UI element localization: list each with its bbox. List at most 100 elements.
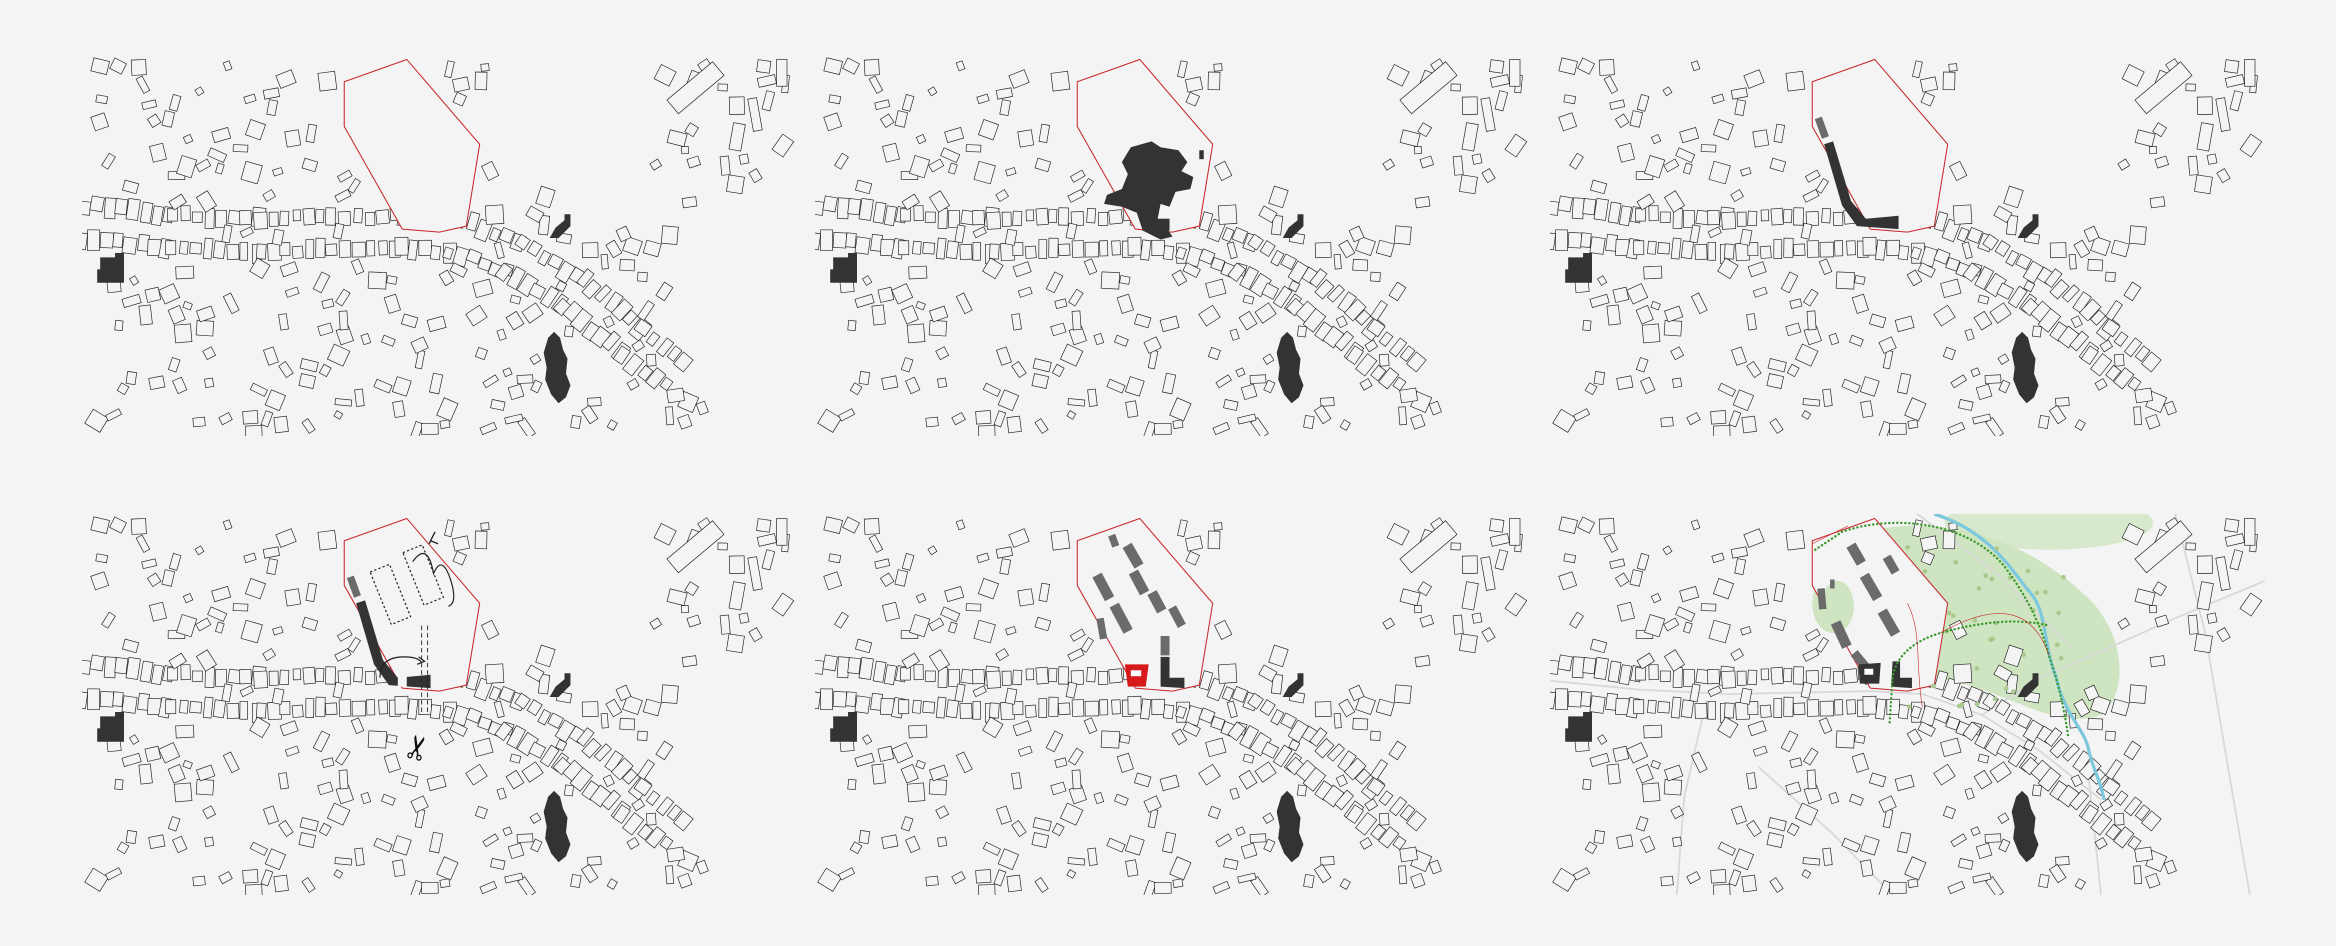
building bbox=[1633, 699, 1645, 715]
building bbox=[1708, 619, 1731, 644]
building bbox=[836, 656, 850, 679]
building bbox=[451, 76, 471, 93]
building bbox=[1800, 681, 1813, 699]
building bbox=[2069, 330, 2090, 352]
building bbox=[218, 412, 233, 426]
building bbox=[622, 812, 645, 836]
building bbox=[900, 816, 914, 832]
building bbox=[1159, 315, 1180, 333]
building bbox=[336, 169, 353, 183]
building bbox=[1818, 717, 1833, 735]
building bbox=[2105, 364, 2122, 382]
building bbox=[1648, 664, 1659, 681]
road-far-east bbox=[2174, 514, 2251, 895]
building bbox=[351, 241, 366, 258]
building bbox=[1834, 699, 1844, 716]
building bbox=[1550, 659, 1560, 675]
building bbox=[1783, 237, 1794, 258]
building bbox=[847, 778, 857, 791]
building bbox=[1567, 691, 1583, 708]
building bbox=[315, 696, 326, 717]
roller-icon bbox=[428, 531, 439, 545]
building bbox=[438, 269, 455, 287]
building bbox=[2134, 846, 2153, 863]
building bbox=[1919, 76, 1939, 93]
building bbox=[973, 160, 996, 185]
building bbox=[301, 877, 316, 893]
building bbox=[1223, 399, 1239, 411]
building bbox=[465, 707, 483, 724]
building bbox=[1659, 211, 1671, 223]
map-panel-landscape bbox=[1550, 514, 2265, 895]
building bbox=[482, 833, 499, 848]
building bbox=[1603, 534, 1619, 553]
building bbox=[334, 398, 353, 407]
building bbox=[2101, 777, 2121, 797]
building bbox=[1962, 262, 1982, 283]
building bbox=[2049, 279, 2070, 300]
building bbox=[1058, 666, 1069, 685]
building bbox=[1205, 278, 1227, 299]
building bbox=[1582, 778, 1592, 791]
building bbox=[1690, 60, 1701, 72]
building bbox=[1897, 372, 1912, 395]
building bbox=[516, 833, 534, 843]
proposed-building bbox=[1147, 590, 1167, 614]
building bbox=[996, 346, 1012, 366]
building bbox=[317, 70, 338, 92]
building bbox=[365, 211, 376, 226]
building bbox=[429, 831, 444, 854]
building bbox=[189, 242, 203, 255]
building bbox=[1398, 406, 1407, 426]
building bbox=[1647, 240, 1657, 255]
building bbox=[2196, 555, 2213, 574]
building bbox=[1740, 167, 1752, 177]
building-footprints bbox=[1550, 516, 2263, 895]
building bbox=[168, 94, 182, 112]
building bbox=[995, 546, 1013, 559]
building bbox=[480, 522, 490, 531]
building bbox=[221, 224, 233, 244]
building bbox=[381, 793, 396, 806]
building bbox=[1731, 346, 1747, 366]
building bbox=[1017, 129, 1035, 148]
building bbox=[649, 158, 663, 171]
building bbox=[315, 667, 325, 683]
building bbox=[2055, 397, 2070, 407]
building bbox=[1582, 198, 1597, 216]
building bbox=[266, 99, 279, 116]
building bbox=[1480, 556, 1496, 591]
site-boundary bbox=[1076, 517, 1214, 692]
building bbox=[211, 127, 232, 144]
building bbox=[514, 692, 531, 710]
building bbox=[1741, 415, 1757, 434]
building bbox=[1177, 519, 1188, 538]
building bbox=[1851, 752, 1869, 773]
building bbox=[1650, 300, 1661, 311]
building bbox=[901, 652, 920, 670]
building bbox=[1134, 313, 1152, 329]
building bbox=[242, 410, 259, 425]
building bbox=[301, 157, 319, 173]
building bbox=[1589, 638, 1608, 654]
building bbox=[2090, 812, 2113, 836]
building bbox=[1198, 304, 1221, 327]
building bbox=[1452, 614, 1464, 635]
tree bbox=[1972, 618, 1978, 623]
building bbox=[2123, 740, 2142, 761]
building bbox=[1450, 542, 1461, 551]
building bbox=[429, 245, 442, 261]
building bbox=[913, 664, 924, 681]
proposed-building bbox=[1122, 542, 1144, 569]
building bbox=[2005, 708, 2020, 726]
building bbox=[1461, 581, 1479, 611]
tree bbox=[2007, 575, 2013, 581]
building bbox=[1789, 298, 1803, 310]
building bbox=[1640, 376, 1656, 395]
building bbox=[144, 286, 162, 303]
building bbox=[444, 60, 455, 79]
building bbox=[2105, 823, 2122, 841]
building bbox=[204, 377, 215, 388]
proposed-building bbox=[1817, 588, 1827, 610]
building bbox=[1783, 208, 1793, 224]
